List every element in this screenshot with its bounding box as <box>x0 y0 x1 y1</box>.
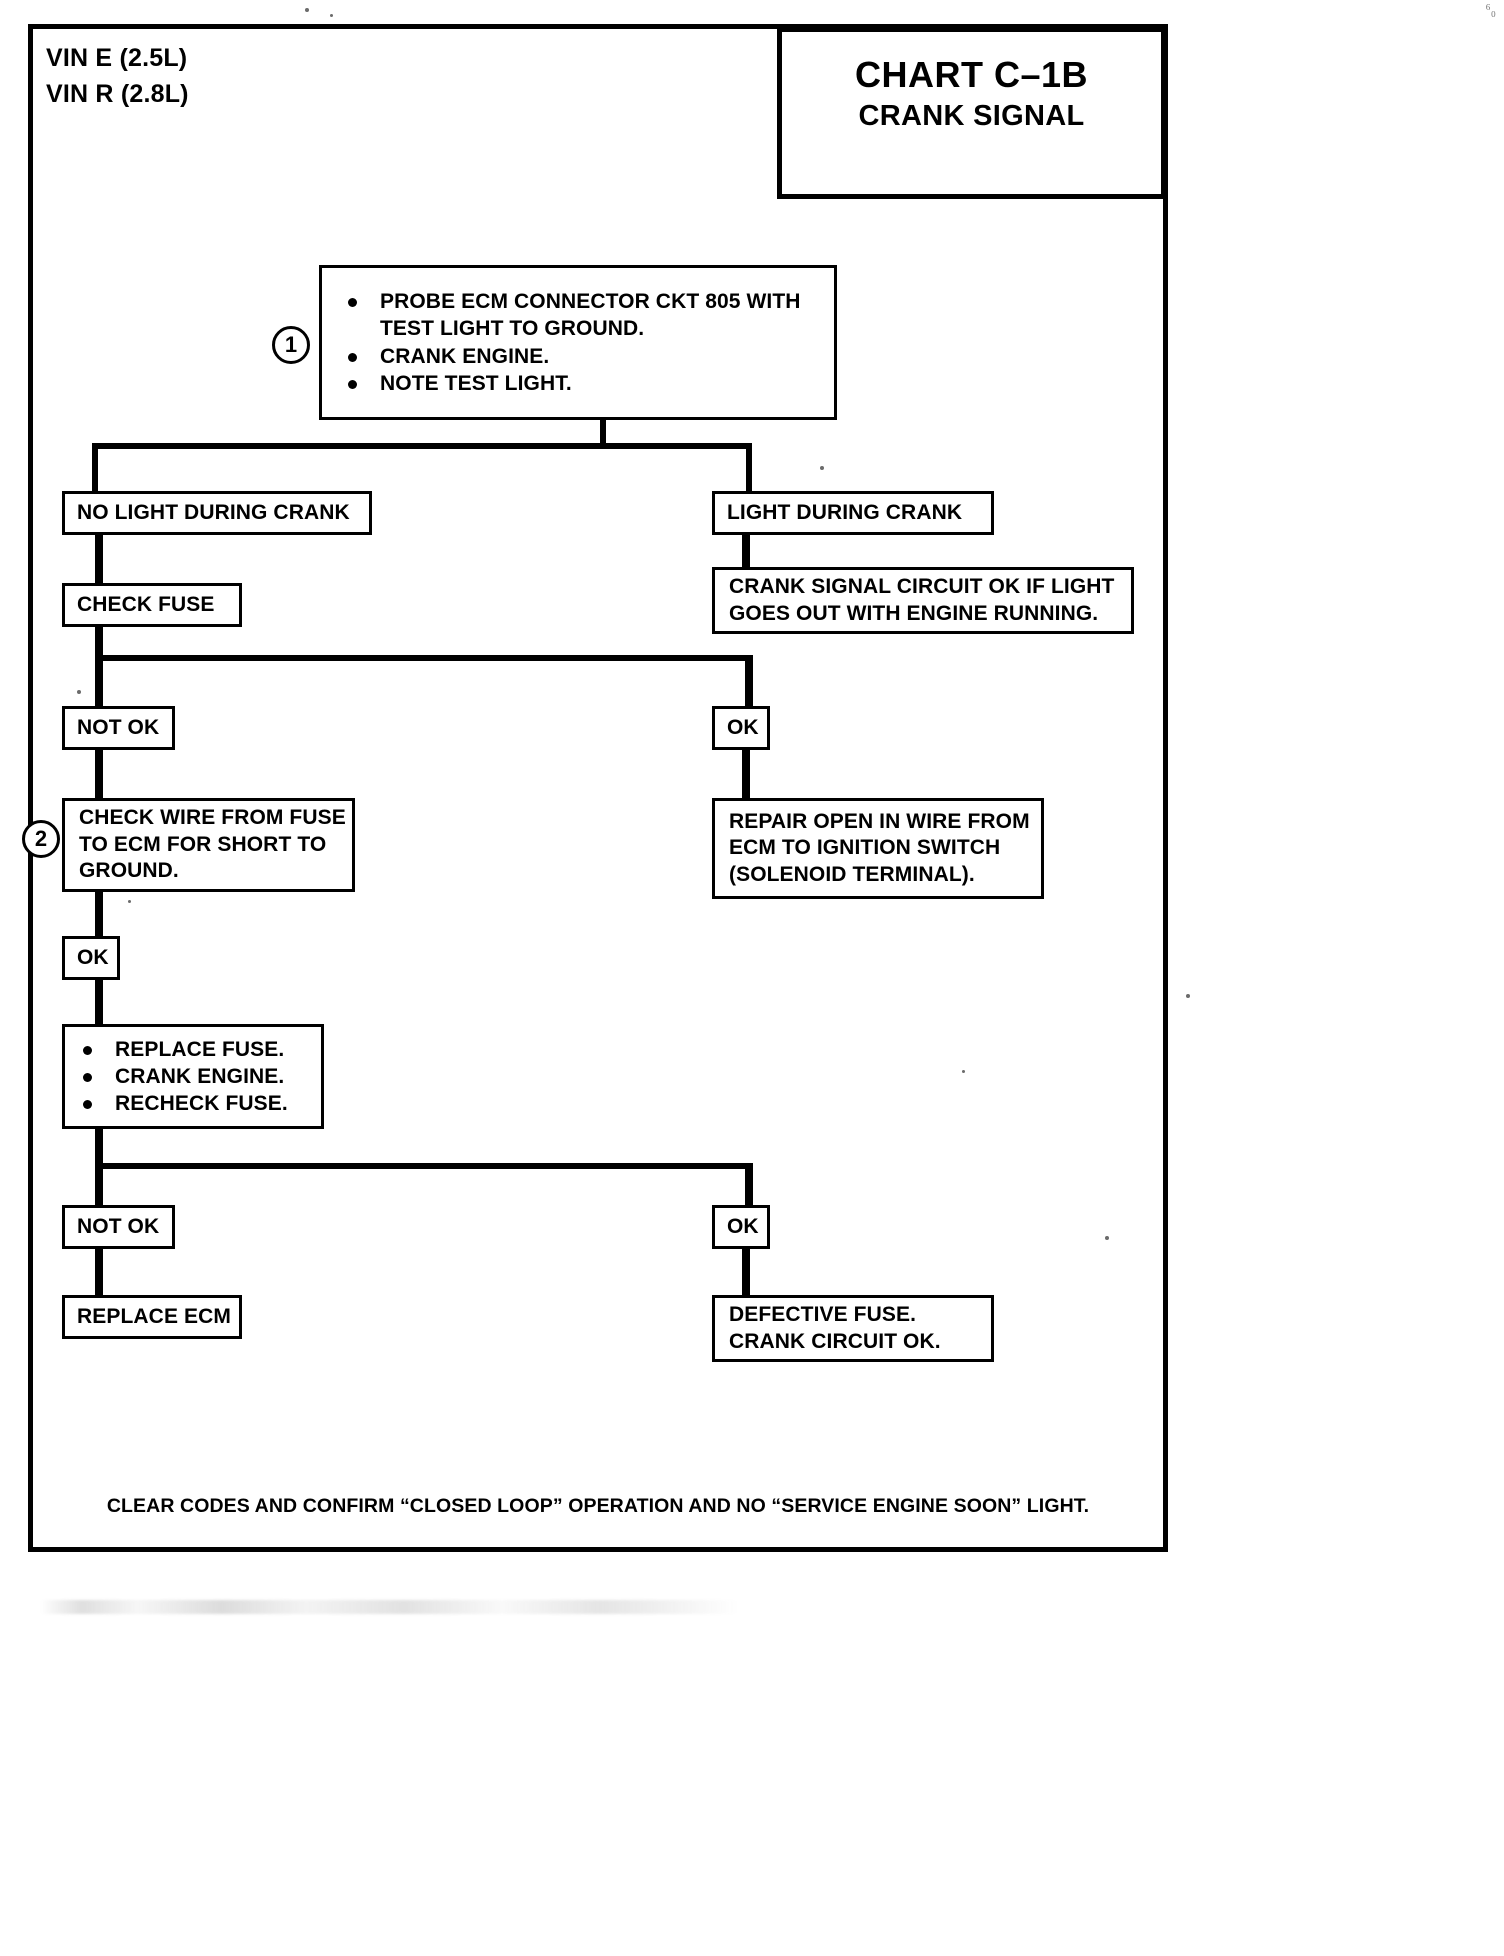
document-border <box>28 24 1168 1552</box>
connector-step1-right-drop <box>746 443 752 491</box>
scan-speck <box>1186 994 1190 998</box>
step-marker-2: 2 <box>22 820 60 858</box>
step1-bullet-2: CRANK ENGINE. <box>336 343 822 370</box>
connector-notok1-to-step2 <box>95 750 103 798</box>
connector-replacefuse-stem <box>95 1129 103 1166</box>
scan-speck <box>330 14 333 17</box>
node-check-fuse: CHECK FUSE <box>62 583 242 627</box>
connector-replacefuse-bus <box>95 1163 753 1169</box>
scan-smudge <box>40 1600 740 1614</box>
node-step1-probe-ecm: PROBE ECM CONNECTOR CKT 805 WITH TEST LI… <box>319 265 837 420</box>
node-step2-check-wire: CHECK WIRE FROM FUSE TO ECM FOR SHORT TO… <box>62 798 355 892</box>
scan-speck <box>77 690 81 694</box>
replace-fuse-bullet-3: RECHECK FUSE. <box>71 1090 309 1117</box>
connector-ok1-to-repair <box>742 750 750 798</box>
node-no-light-during-crank: NO LIGHT DURING CRANK <box>62 491 372 535</box>
step1-bullet-3: NOTE TEST LIGHT. <box>336 370 822 397</box>
node-defective-fuse: DEFECTIVE FUSE. CRANK CIRCUIT OK. <box>712 1295 994 1362</box>
connector-replacefuse-right-drop <box>745 1163 753 1205</box>
replace-fuse-bullet-2: CRANK ENGINE. <box>71 1063 309 1090</box>
step-marker-1: 1 <box>272 326 310 364</box>
connector-step1-left-drop <box>92 443 98 491</box>
node-replace-ecm: REPLACE ECM <box>62 1295 242 1339</box>
vin-applicability: VIN E (2.5L) VIN R (2.8L) <box>46 40 189 113</box>
chart-id-label: CHART C–1B <box>854 54 1089 95</box>
scan-edge-artifact: ⁶₀ <box>1485 2 1496 18</box>
vin-line-2: VIN R (2.8L) <box>46 80 189 109</box>
chart-title-box: CHART C–1B CRANK SIGNAL <box>777 27 1166 199</box>
footer-instruction: CLEAR CODES AND CONFIRM “CLOSED LOOP” OP… <box>106 1495 1090 1517</box>
node-light-during-crank: LIGHT DURING CRANK <box>712 491 994 535</box>
chart-subtitle-label: CRANK SIGNAL <box>858 100 1085 132</box>
connector-step2-to-ok2 <box>95 892 103 936</box>
node-ok-2: OK <box>62 936 120 980</box>
node-ok-1: OK <box>712 706 770 750</box>
connector-notok2-to-replaceecm <box>95 1249 103 1295</box>
scan-speck <box>1105 1236 1109 1240</box>
connector-step1-bus <box>92 443 752 449</box>
scan-speck <box>305 8 309 12</box>
scan-speck <box>128 900 131 903</box>
replace-fuse-bullet-1: REPLACE FUSE. <box>71 1036 309 1063</box>
node-ok-3: OK <box>712 1205 770 1249</box>
connector-replacefuse-left-drop <box>95 1163 103 1205</box>
connector-checkfuse-left-drop <box>95 655 103 706</box>
connector-ok3-to-defectivefuse <box>742 1249 750 1295</box>
connector-light-to-note <box>742 535 750 567</box>
step1-bullet-list: PROBE ECM CONNECTOR CKT 805 WITH TEST LI… <box>336 288 822 397</box>
replace-fuse-bullet-list: REPLACE FUSE. CRANK ENGINE. RECHECK FUSE… <box>71 1036 309 1118</box>
connector-checkfuse-right-drop <box>745 655 753 706</box>
scan-speck <box>820 466 824 470</box>
connector-checkfuse-bus <box>95 655 753 661</box>
node-not-ok-1: NOT OK <box>62 706 175 750</box>
node-replace-fuse-steps: REPLACE FUSE. CRANK ENGINE. RECHECK FUSE… <box>62 1024 324 1129</box>
node-crank-signal-ok-note: CRANK SIGNAL CIRCUIT OK IF LIGHT GOES OU… <box>712 567 1134 634</box>
connector-checkfuse-stem <box>95 627 103 659</box>
scan-speck <box>962 1070 965 1073</box>
connector-nolight-to-checkfuse <box>95 535 103 583</box>
node-not-ok-2: NOT OK <box>62 1205 175 1249</box>
step1-bullet-1: PROBE ECM CONNECTOR CKT 805 WITH TEST LI… <box>336 288 822 343</box>
connector-step1-stem <box>600 420 606 448</box>
node-repair-open-wire: REPAIR OPEN IN WIRE FROM ECM TO IGNITION… <box>712 798 1044 899</box>
connector-ok2-to-replacefuse <box>95 980 103 1024</box>
vin-line-1: VIN E (2.5L) <box>46 44 188 72</box>
